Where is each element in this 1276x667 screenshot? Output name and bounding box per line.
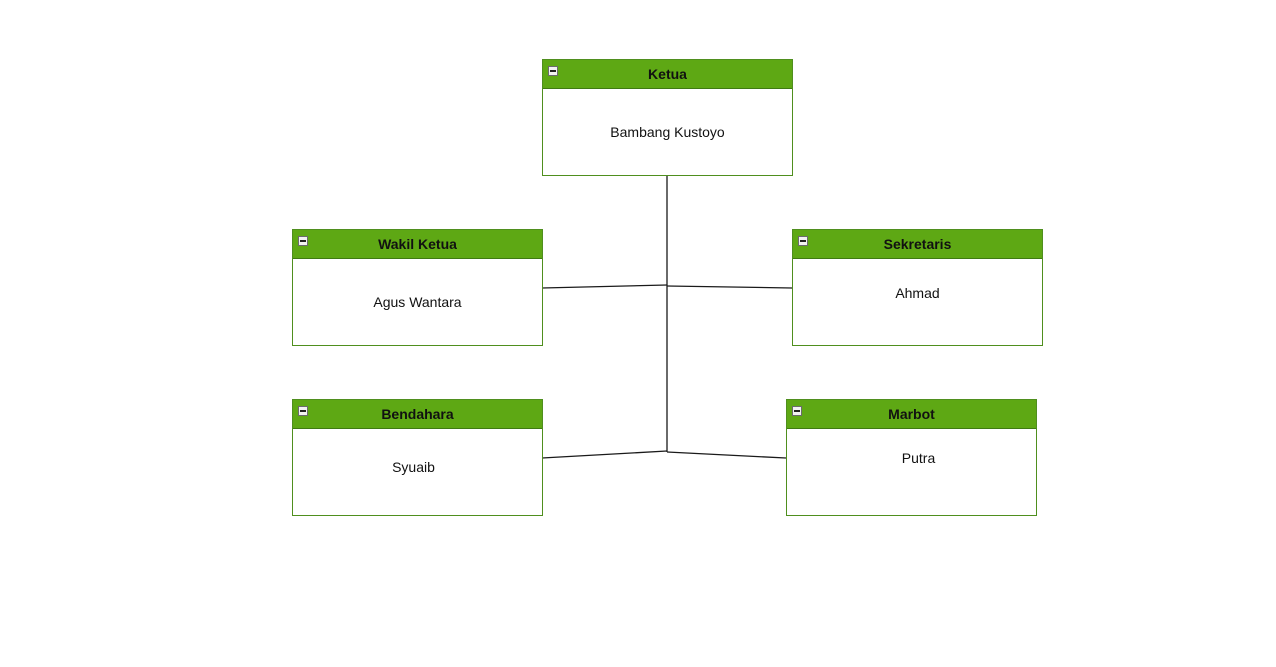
node-marbot-title: Marbot xyxy=(888,406,935,422)
node-bendahara-title: Bendahara xyxy=(381,406,454,422)
node-bendahara-body: Syuaib xyxy=(293,429,542,515)
node-wakil-ketua-header[interactable]: Wakil Ketua xyxy=(293,230,542,259)
connector-sekretaris xyxy=(666,285,793,289)
connector-marbot xyxy=(666,451,787,459)
node-sekretaris[interactable]: Sekretaris Ahmad xyxy=(792,229,1043,346)
node-bendahara-header[interactable]: Bendahara xyxy=(293,400,542,429)
connector-bendahara xyxy=(541,450,668,459)
node-wakil-ketua-title: Wakil Ketua xyxy=(378,236,457,252)
collapse-icon[interactable] xyxy=(792,406,802,416)
collapse-icon[interactable] xyxy=(548,66,558,76)
node-ketua-name: Bambang Kustoyo xyxy=(610,124,725,140)
node-bendahara-name: Syuaib xyxy=(392,459,435,475)
node-wakil-ketua-name: Agus Wantara xyxy=(373,294,462,310)
connector-wakil-ketua xyxy=(541,284,668,289)
collapse-icon[interactable] xyxy=(298,236,308,246)
node-marbot-body: Putra xyxy=(787,429,1036,515)
node-wakil-ketua[interactable]: Wakil Ketua Agus Wantara xyxy=(292,229,543,346)
node-marbot[interactable]: Marbot Putra xyxy=(786,399,1037,516)
collapse-icon[interactable] xyxy=(798,236,808,246)
collapse-icon[interactable] xyxy=(298,406,308,416)
node-wakil-ketua-body: Agus Wantara xyxy=(293,259,542,345)
node-sekretaris-body: Ahmad xyxy=(793,259,1042,345)
node-bendahara[interactable]: Bendahara Syuaib xyxy=(292,399,543,516)
node-sekretaris-name: Ahmad xyxy=(895,285,940,301)
node-sekretaris-title: Sekretaris xyxy=(883,236,952,252)
node-marbot-name: Putra xyxy=(901,450,936,466)
node-sekretaris-header[interactable]: Sekretaris xyxy=(793,230,1042,259)
node-ketua-title: Ketua xyxy=(648,66,687,82)
node-ketua[interactable]: Ketua Bambang Kustoyo xyxy=(542,59,793,176)
node-marbot-header[interactable]: Marbot xyxy=(787,400,1036,429)
node-ketua-header[interactable]: Ketua xyxy=(543,60,792,89)
node-ketua-body: Bambang Kustoyo xyxy=(543,89,792,175)
